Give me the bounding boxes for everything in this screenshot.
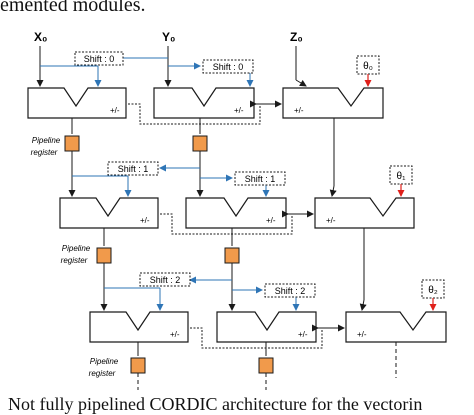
- pipeline-label-stage-0: Pipeline register: [31, 136, 61, 157]
- svg-text:register: register: [61, 256, 88, 265]
- adder-x-stage-0: +/-: [27, 87, 127, 119]
- theta-box-stage-0: θ₀: [356, 55, 380, 75]
- svg-text:+/-: +/-: [294, 106, 304, 115]
- svg-text:Shift : 1: Shift : 1: [245, 174, 276, 184]
- svg-text:+/-: +/-: [357, 330, 367, 339]
- input-z-label: Z₀: [290, 30, 303, 44]
- shift-box-stage-1-right: Shift : 1: [234, 171, 286, 186]
- svg-text:θ₁: θ₁: [397, 171, 407, 182]
- theta-box-stage-2: θ₂: [421, 279, 445, 299]
- adder-z-stage-2: +/-: [345, 311, 447, 343]
- svg-text:+/-: +/-: [266, 216, 276, 225]
- svg-text:+/-: +/-: [326, 216, 336, 225]
- svg-text:+/-: +/-: [140, 216, 150, 225]
- pipeline-register-y-stage-0: [192, 135, 208, 152]
- svg-text:θ₀: θ₀: [363, 61, 373, 72]
- svg-text:register: register: [31, 148, 58, 157]
- pipeline-register-x-stage-0: [64, 135, 80, 152]
- svg-text:register: register: [89, 369, 116, 378]
- pipeline-register-y-stage-2: [258, 357, 274, 374]
- svg-text:+/-: +/-: [110, 106, 120, 115]
- adder-y-stage-2: +/-: [216, 311, 317, 343]
- shift-box-stage-0-left: Shift : 0: [74, 51, 124, 66]
- svg-text:θ₂: θ₂: [428, 285, 438, 296]
- caption-bottom: Not fully pipelined CORDIC architecture …: [8, 394, 423, 414]
- svg-text:Pipeline: Pipeline: [90, 357, 119, 366]
- pipeline-register-y-stage-1: [224, 247, 240, 264]
- adder-y-stage-0: +/-: [153, 87, 255, 119]
- pipeline-register-x-stage-1: [96, 247, 112, 264]
- adder-z-stage-1: +/-: [314, 197, 415, 229]
- svg-text:+/-: +/-: [170, 330, 180, 339]
- shift-box-stage-1-left: Shift : 1: [107, 161, 159, 176]
- svg-text:Shift : 0: Shift : 0: [84, 54, 115, 64]
- adder-x-stage-1: +/-: [59, 197, 159, 229]
- adder-y-stage-1: +/-: [185, 197, 287, 229]
- shift-box-stage-2-right: Shift : 2: [264, 283, 316, 298]
- shift-box-stage-0-right: Shift : 0: [202, 59, 254, 74]
- input-x-label: X₀: [34, 30, 47, 44]
- input-y-label: Y₀: [162, 30, 175, 44]
- svg-text:Pipeline: Pipeline: [32, 136, 61, 145]
- shift-box-stage-2-left: Shift : 2: [139, 272, 191, 287]
- pipeline-register-x-stage-2: [130, 357, 146, 374]
- adder-x-stage-2: +/-: [89, 311, 189, 343]
- svg-text:+/-: +/-: [298, 330, 308, 339]
- svg-text:Pipeline: Pipeline: [62, 244, 91, 253]
- svg-text:+/-: +/-: [234, 106, 244, 115]
- theta-box-stage-1: θ₁: [389, 165, 413, 185]
- caption-top: emented modules.: [0, 0, 146, 16]
- svg-text:Shift : 1: Shift : 1: [118, 164, 149, 174]
- svg-text:Shift : 0: Shift : 0: [213, 62, 244, 72]
- pipeline-label-stage-2: Pipeline register: [89, 357, 119, 378]
- svg-text:Shift : 2: Shift : 2: [150, 275, 181, 285]
- svg-text:Shift : 2: Shift : 2: [275, 286, 306, 296]
- pipeline-label-stage-1: Pipeline register: [61, 244, 91, 265]
- adder-z-stage-0: +/-: [282, 87, 384, 119]
